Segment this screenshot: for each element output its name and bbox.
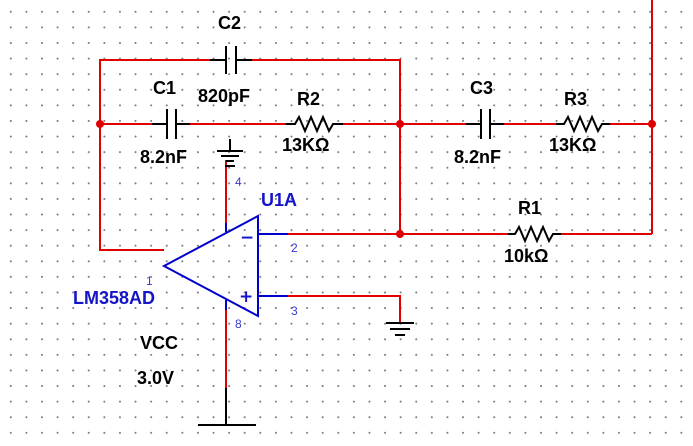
opamp-minus-symbol: −	[240, 228, 254, 248]
r1-value-label: 10kΩ	[504, 246, 548, 266]
wire-c2-right	[244, 59, 401, 235]
junction-dot	[396, 120, 404, 128]
pin-number-4: 4	[235, 175, 242, 189]
capacitor-c2[interactable]	[210, 46, 252, 74]
pin-number-8: 8	[235, 317, 242, 331]
wires	[96, 0, 656, 388]
capacitor-c1[interactable]	[152, 109, 190, 139]
wire-c2-loop	[99, 59, 218, 251]
r3-ref-label: R3	[564, 89, 587, 109]
opamp-plus-symbol: +	[239, 287, 253, 307]
ground-symbol-bottom	[386, 322, 414, 336]
c3-value-label: 8.2nF	[454, 147, 501, 167]
r3-value-label: 13KΩ	[549, 135, 596, 155]
opamp-part-label: LM358AD	[73, 288, 155, 308]
c2-value-label: 820pF	[198, 86, 250, 106]
c3-ref-label: C3	[470, 78, 493, 98]
vcc-value-label: 3.0V	[137, 368, 174, 388]
c1-value-label: 8.2nF	[140, 147, 187, 167]
opamp-u1a[interactable]	[161, 214, 288, 318]
capacitor-c3[interactable]	[466, 109, 504, 139]
r2-ref-label: R2	[297, 89, 320, 109]
pin-number-2: 2	[291, 241, 298, 255]
ground-symbol-top	[217, 139, 243, 167]
junction-dot	[96, 120, 104, 128]
resistor-r3[interactable]	[556, 114, 610, 134]
junction-dot	[648, 120, 656, 128]
c1-ref-label: C1	[153, 78, 176, 98]
opamp-ref-label: U1A	[261, 190, 297, 210]
resistor-r1[interactable]	[508, 224, 561, 244]
resistor-r2[interactable]	[286, 114, 343, 134]
junction-dot	[396, 230, 404, 238]
r2-value-label: 13KΩ	[282, 135, 329, 155]
c2-ref-label: C2	[218, 13, 241, 33]
vcc-label: VCC	[140, 333, 178, 353]
opamp-body	[161, 214, 259, 318]
wire-noninv-gnd	[288, 295, 401, 323]
pin-number-1: 1	[146, 274, 153, 288]
r1-ref-label: R1	[518, 198, 541, 218]
pin-number-3: 3	[291, 304, 298, 318]
